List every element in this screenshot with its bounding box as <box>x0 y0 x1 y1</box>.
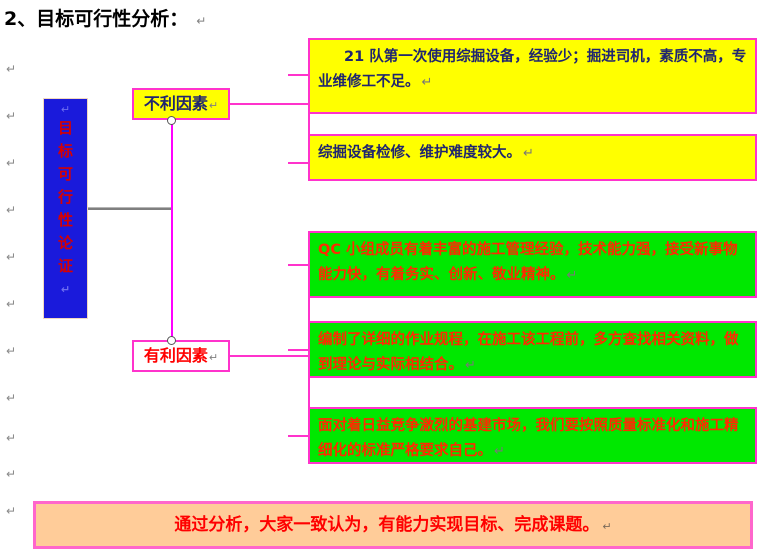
root-char: 论 <box>57 234 73 252</box>
page-title: 2、目标可行性分析： ↵ <box>4 4 206 31</box>
margin-pilcrow: ↵ <box>6 391 17 405</box>
margin-pilcrow: ↵ <box>6 62 17 76</box>
root-node-label: 目 标 可 行 性 论 证↵ <box>44 117 87 301</box>
root-char: 标 <box>57 142 73 160</box>
margin-pilcrow: ↵ <box>6 109 17 123</box>
margin-pilcrow: ↵ <box>6 431 17 445</box>
connector-knob-positive[interactable] <box>167 336 176 345</box>
margin-pilcrow: ↵ <box>6 504 17 518</box>
content-box-positive-2[interactable]: 编制了详细的作业规程，在施工该工程前，多方查找相关资料，做到理论与实际相结合。↵ <box>308 321 757 378</box>
root-top-pilcrow: ↵ <box>60 103 71 116</box>
content-box-negative-2[interactable]: 综掘设备检修、维护难度较大。↵ <box>308 134 757 181</box>
margin-pilcrow: ↵ <box>6 156 17 170</box>
content-box-text: 综掘设备检修、维护难度较大。 <box>318 145 521 161</box>
pilcrow-mark: ↵ <box>208 351 219 364</box>
pilcrow-mark: ↵ <box>523 146 534 161</box>
root-char-last: 证↵ <box>44 255 87 301</box>
conclusion-banner[interactable]: 通过分析，大家一致认为，有能力实现目标、完成课题。↵ <box>33 501 753 549</box>
pilcrow-mark: ↵ <box>208 99 219 112</box>
margin-pilcrow: ↵ <box>6 297 17 311</box>
pilcrow-mark: ↵ <box>465 358 476 373</box>
pilcrow-mark: ↵ <box>421 75 433 90</box>
content-box-text: 编制了详细的作业规程，在施工该工程前，多方查找相关资料，做到理论与实际相结合。 <box>318 332 739 373</box>
root-stem-connector <box>88 207 173 210</box>
pilcrow-mark: ↵ <box>602 520 612 533</box>
connector-positive-lead <box>230 355 310 357</box>
margin-pilcrow: ↵ <box>6 344 17 358</box>
content-box-text: 面对着日益竞争激烈的基建市场，我们要按照质量标准化和施工精细化的标准严格要求自己… <box>318 418 739 459</box>
content-box-text: QC 小组成员有着丰富的施工管理经验，技术能力强，接受新事物能力快，有着务实、创… <box>318 242 738 283</box>
margin-pilcrow: ↵ <box>6 250 17 264</box>
root-char: 可 <box>57 165 73 183</box>
branch-label-negative[interactable]: 不利因素↵ <box>132 88 230 120</box>
content-box-positive-1[interactable]: QC 小组成员有着丰富的施工管理经验，技术能力强，接受新事物能力快，有着务实、创… <box>308 231 757 298</box>
branch-label-negative-text: 不利因素 <box>143 94 208 113</box>
root-char: 目 <box>57 119 73 137</box>
root-char: 证 <box>57 257 73 275</box>
root-tail-pilcrow: ↵ <box>60 283 71 296</box>
trunk-connector <box>171 110 173 345</box>
content-box-text: 21 队第一次使用综掘设备，经验少；掘进司机，素质不高，专业维修工不足。 <box>318 49 747 90</box>
branch-label-positive-text: 有利因素 <box>143 346 208 365</box>
conclusion-text: 通过分析，大家一致认为，有能力实现目标、完成课题。 <box>174 515 600 535</box>
content-box-positive-3[interactable]: 面对着日益竞争激烈的基建市场，我们要按照质量标准化和施工精细化的标准严格要求自己… <box>308 407 757 464</box>
margin-pilcrow: ↵ <box>6 467 17 481</box>
pilcrow-mark: ↵ <box>566 268 578 283</box>
pilcrow-mark: ↵ <box>196 14 207 28</box>
margin-pilcrow: ↵ <box>6 203 17 217</box>
pilcrow-mark: ↵ <box>494 444 505 459</box>
connector-negative-spine <box>308 74 310 164</box>
connector-knob-negative[interactable] <box>167 116 176 125</box>
root-char: 行 <box>57 188 73 206</box>
root-char: 性 <box>57 211 73 229</box>
page-title-text: 2、目标可行性分析： <box>4 8 189 30</box>
connector-negative-lead <box>230 103 310 105</box>
diagram-root-node[interactable]: ↵ 目 标 可 行 性 论 证↵ <box>43 98 88 319</box>
branch-label-positive[interactable]: 有利因素↵ <box>132 340 230 372</box>
content-box-negative-1[interactable]: 21 队第一次使用综掘设备，经验少；掘进司机，素质不高，专业维修工不足。↵ <box>308 38 757 114</box>
